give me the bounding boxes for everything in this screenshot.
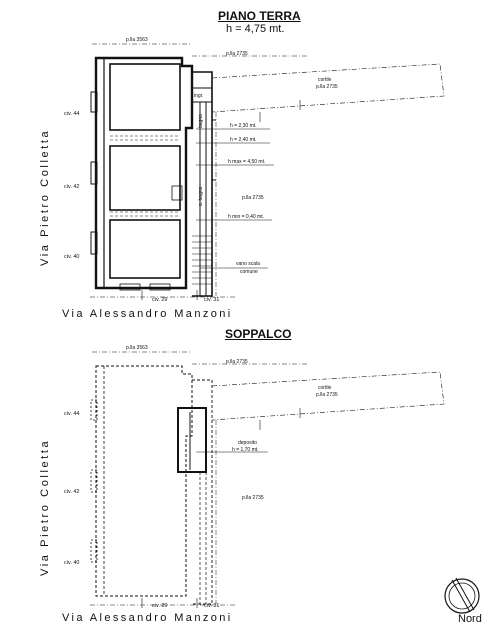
- mezz-parcel-right-top-label: p.lla 2735: [226, 359, 248, 365]
- civ-42-label: civ. 42: [64, 184, 80, 190]
- civ-40-label: civ. 40: [64, 254, 80, 260]
- storage-label: deposito: [238, 440, 257, 446]
- common-label: comune: [240, 269, 258, 275]
- mezz-street-left-label: Via Pietro Colletta: [39, 438, 51, 576]
- height-label-1: h = 2,30 mt.: [230, 123, 257, 129]
- storage-height-label: h = 1,70 mt.: [232, 447, 259, 453]
- mezz-civ-29-label: civ. 29: [152, 603, 168, 609]
- civ-44-label: civ. 44: [64, 111, 80, 117]
- entrance-label: ingr.: [194, 93, 204, 99]
- street-left-label: Via Pietro Colletta: [39, 128, 51, 266]
- parcel-top-label: p.lla 3563: [126, 37, 148, 43]
- ground-floor-title: PIANO TERRA: [218, 9, 301, 23]
- mezz-parcel-top-label: p.lla 3563: [126, 345, 148, 351]
- mezz-civ-42-label: civ. 42: [64, 489, 80, 495]
- mezzanine-title: SOPPALCO: [225, 327, 292, 341]
- civ-29-label: civ. 29: [152, 297, 168, 303]
- mezz-courtyard-parcel-label: p.lla 2735: [316, 392, 338, 398]
- street-bottom-label: Via Alessandro Manzoni: [62, 308, 233, 320]
- north-arrow-icon: [444, 578, 480, 614]
- bathroom-label: bagno: [198, 114, 204, 128]
- courtyard-label: cortile: [318, 77, 332, 83]
- civ-31-label: civ. 31: [204, 297, 220, 303]
- stairwell-label: vano scala: [236, 261, 260, 267]
- ground-floor-height: h = 4,75 mt.: [226, 23, 285, 35]
- courtyard-parcel-label: p.lla 2735: [316, 84, 338, 90]
- height-label-2: h = 2,40 mt.: [230, 137, 257, 143]
- antibath-label: a. bagno: [198, 186, 204, 206]
- parcel-right-label: p.lla 2735: [242, 195, 264, 201]
- height-label-4: h min = 0,40 mt.: [228, 214, 264, 220]
- north-label: Nord: [458, 613, 482, 625]
- height-label-3: h max = 4,50 mt.: [228, 159, 266, 165]
- mezz-civ-44-label: civ. 44: [64, 411, 80, 417]
- parcel-right-top-label: p.lla 2735: [226, 51, 248, 57]
- mezz-courtyard-label: cortile: [318, 385, 332, 391]
- mezz-parcel-right-label: p.lla 2735: [242, 495, 264, 501]
- mezz-civ-31-label: civ. 31: [204, 603, 220, 609]
- mezz-civ-40-label: civ. 40: [64, 560, 80, 566]
- mezz-street-bottom-label: Via Alessandro Manzoni: [62, 612, 233, 624]
